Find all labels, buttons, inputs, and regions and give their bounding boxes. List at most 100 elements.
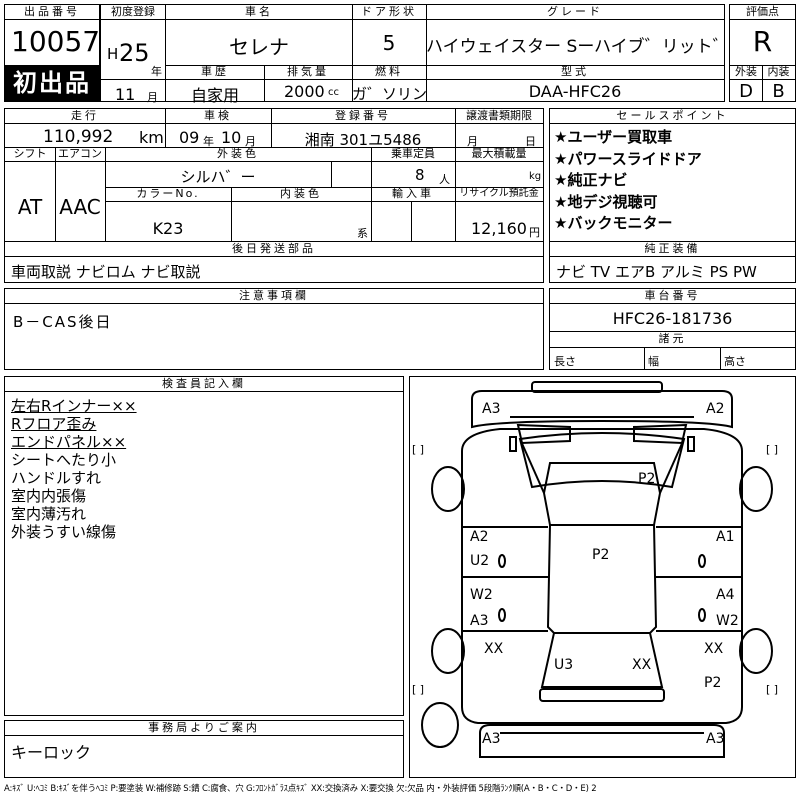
rating-block: 評価点 R 外装 内装 D B bbox=[729, 4, 796, 102]
mileage-label: 走行 bbox=[71, 109, 99, 122]
later-parts-value: 車両取説 ナビロム ナビ取説 bbox=[11, 263, 201, 281]
inspector-note: シートへたり小 bbox=[11, 451, 117, 469]
first-listing-badge: 初出品 bbox=[5, 65, 99, 101]
car-name-label: 車名 bbox=[245, 5, 273, 18]
spec-length-label: 長さ bbox=[554, 355, 576, 368]
sales-point-item: ★バックモニター bbox=[554, 214, 673, 232]
mileage: 110,992 bbox=[43, 127, 114, 147]
grade-label: グレード bbox=[547, 5, 603, 18]
caution: 注意事項欄 B－CAS後日 bbox=[4, 288, 544, 370]
spec-height-label: 高さ bbox=[724, 355, 746, 368]
damage-left-rear-door-w: W2 bbox=[470, 587, 493, 603]
displacement-unit: cc bbox=[328, 87, 339, 98]
inspection-year: 09 bbox=[179, 128, 200, 147]
ac-label: エアコン bbox=[58, 147, 102, 160]
inspector-note: 室内内張傷 bbox=[11, 487, 87, 505]
inspector-note: 室内薄汚れ bbox=[11, 505, 87, 523]
inspection-month-unit: 月 bbox=[245, 135, 256, 148]
exterior-color-label: 外装色 bbox=[217, 147, 259, 160]
damage-rear-right: A3 bbox=[706, 731, 725, 747]
first-registration: 初度登録 H 25 年 11 月 bbox=[100, 4, 166, 104]
interior-color-label: 内装色 bbox=[280, 187, 322, 200]
later-parts: 後日発送部品 車両取説 ナビロム ナビ取説 bbox=[4, 241, 544, 283]
genuine-equipment-title: 純正装備 bbox=[644, 242, 701, 255]
chassis-title: 車台番号 bbox=[644, 289, 701, 302]
transfer-label: 譲渡書類期限 bbox=[466, 109, 532, 122]
color-no-label: カラーNo. bbox=[136, 187, 200, 200]
inspector-note: 外装うすい線傷 bbox=[11, 523, 117, 541]
door-count: 5 bbox=[382, 31, 396, 55]
office-notes: 事務局よりご案内 キーロック bbox=[4, 720, 404, 778]
month-number: 11 bbox=[115, 85, 136, 104]
damage-rear-left: A3 bbox=[482, 731, 501, 747]
caution-title: 注意事項欄 bbox=[239, 289, 309, 302]
inspector-note: 左右Rインナー×× bbox=[11, 397, 137, 415]
exterior-color: シルハ゛ー bbox=[180, 168, 256, 186]
sales-point-item: ★パワースライドドア bbox=[554, 149, 702, 168]
first-reg-label: 初度登録 bbox=[111, 5, 155, 18]
legend: A:ｷｽﾞ U:ﾍｺﾐ B:ｷｽﾞを伴うﾍｺﾐ P:要塗装 W:補修跡 S:錆 … bbox=[4, 784, 597, 794]
load-label: 最大積載量 bbox=[471, 147, 527, 160]
damage-front-right: A2 bbox=[706, 401, 725, 417]
sales-point-item: ★地デジ視聴可 bbox=[554, 192, 658, 211]
detail-table: 走行 車検 登録番号 譲渡書類期限 110,992 km 09 年 10 月 湘… bbox=[4, 108, 544, 242]
genuine-equipment: 純正装備 ナビ TV エアB アルミ PS PW bbox=[549, 241, 796, 283]
transfer-month-unit: 月 bbox=[467, 135, 478, 148]
inspector-note: ハンドルすれ bbox=[11, 469, 102, 487]
color-number: K23 bbox=[152, 219, 184, 238]
sales-points-title: セールスポイント bbox=[616, 109, 729, 122]
damage-right-quarter: P2 bbox=[704, 675, 722, 691]
inspector-notes: 検査員記入欄 左右Rインナー×× Rフロア歪み エンドパネル×× シートへたり小… bbox=[4, 376, 404, 716]
shift-label: シフト bbox=[13, 147, 47, 160]
damage-trunk-xx: XX bbox=[632, 657, 652, 673]
office-value: キーロック bbox=[11, 743, 92, 762]
damage-diagram: [ ] [ ] [ ] [ ] A3 A2 P2 P2 A2 U2 A1 W2 … bbox=[409, 376, 796, 778]
plate-label: 登録番号 bbox=[335, 109, 391, 122]
damage-front-left: A3 bbox=[482, 401, 501, 417]
capacity-unit: 人 bbox=[439, 173, 450, 186]
damage-right-rear-door-w: W2 bbox=[716, 613, 739, 629]
diagram-bracket: [ ] bbox=[412, 683, 425, 696]
model-label: 型式 bbox=[561, 65, 589, 78]
door-label: ドア形状 bbox=[361, 5, 417, 18]
month-unit: 月 bbox=[147, 91, 158, 104]
grade: ハイウェイスター Sーハイブ゛リット゛ bbox=[426, 37, 730, 57]
damage-left-rear-door-a: A3 bbox=[470, 613, 489, 629]
rating: R bbox=[752, 25, 773, 58]
inspector-title: 検査員記入欄 bbox=[162, 377, 246, 390]
fuel: ガ゛ソリン bbox=[352, 85, 428, 103]
year-number: 25 bbox=[119, 39, 150, 67]
ac-value: AAC bbox=[59, 195, 101, 219]
chassis-number: HFC26-181736 bbox=[612, 309, 733, 328]
spec-width-label: 幅 bbox=[648, 355, 659, 368]
inspector-note: エンドパネル×× bbox=[11, 433, 127, 451]
damage-right-rear-door-a: A4 bbox=[716, 587, 735, 603]
inspection-year-unit: 年 bbox=[203, 135, 214, 148]
history-label: 車歴 bbox=[201, 65, 229, 78]
year-unit: 年 bbox=[151, 65, 162, 78]
lot-label: 出品番号 bbox=[24, 5, 80, 18]
later-parts-title: 後日発送部品 bbox=[232, 242, 316, 255]
lot-number: 10057 bbox=[11, 25, 101, 58]
genuine-equipment-value: ナビ TV エアB アルミ PS PW bbox=[556, 263, 757, 281]
interior-label: 内装 bbox=[767, 65, 790, 78]
model-code: DAA-HFC26 bbox=[528, 82, 622, 101]
import-label: 輸入車 bbox=[392, 187, 434, 200]
damage-left-front-door-a: A2 bbox=[470, 529, 489, 545]
mileage-unit: km bbox=[139, 128, 164, 147]
plate-number: 湘南 301ユ5486 bbox=[304, 131, 422, 149]
capacity-label: 乗車定員 bbox=[391, 147, 435, 160]
damage-right-front-door: A1 bbox=[716, 529, 735, 545]
load-unit: kg bbox=[529, 171, 542, 182]
office-title: 事務局よりご案内 bbox=[148, 721, 260, 734]
capacity: 8 bbox=[415, 166, 425, 184]
inspector-note: Rフロア歪み bbox=[11, 415, 97, 433]
damage-trunk-u: U3 bbox=[554, 657, 574, 673]
damage-left-rear-fender: XX bbox=[484, 641, 504, 657]
diagram-bracket: [ ] bbox=[766, 443, 779, 456]
sales-points: セールスポイント ★ユーザー買取車 ★パワースライドドア ★純正ナビ ★地デジ視… bbox=[549, 108, 796, 242]
transfer-day-unit: 日 bbox=[525, 135, 536, 148]
recycle-unit: 円 bbox=[529, 226, 540, 239]
sales-point-item: ★ユーザー買取車 bbox=[554, 128, 673, 146]
caution-value: B－CAS後日 bbox=[13, 313, 113, 331]
